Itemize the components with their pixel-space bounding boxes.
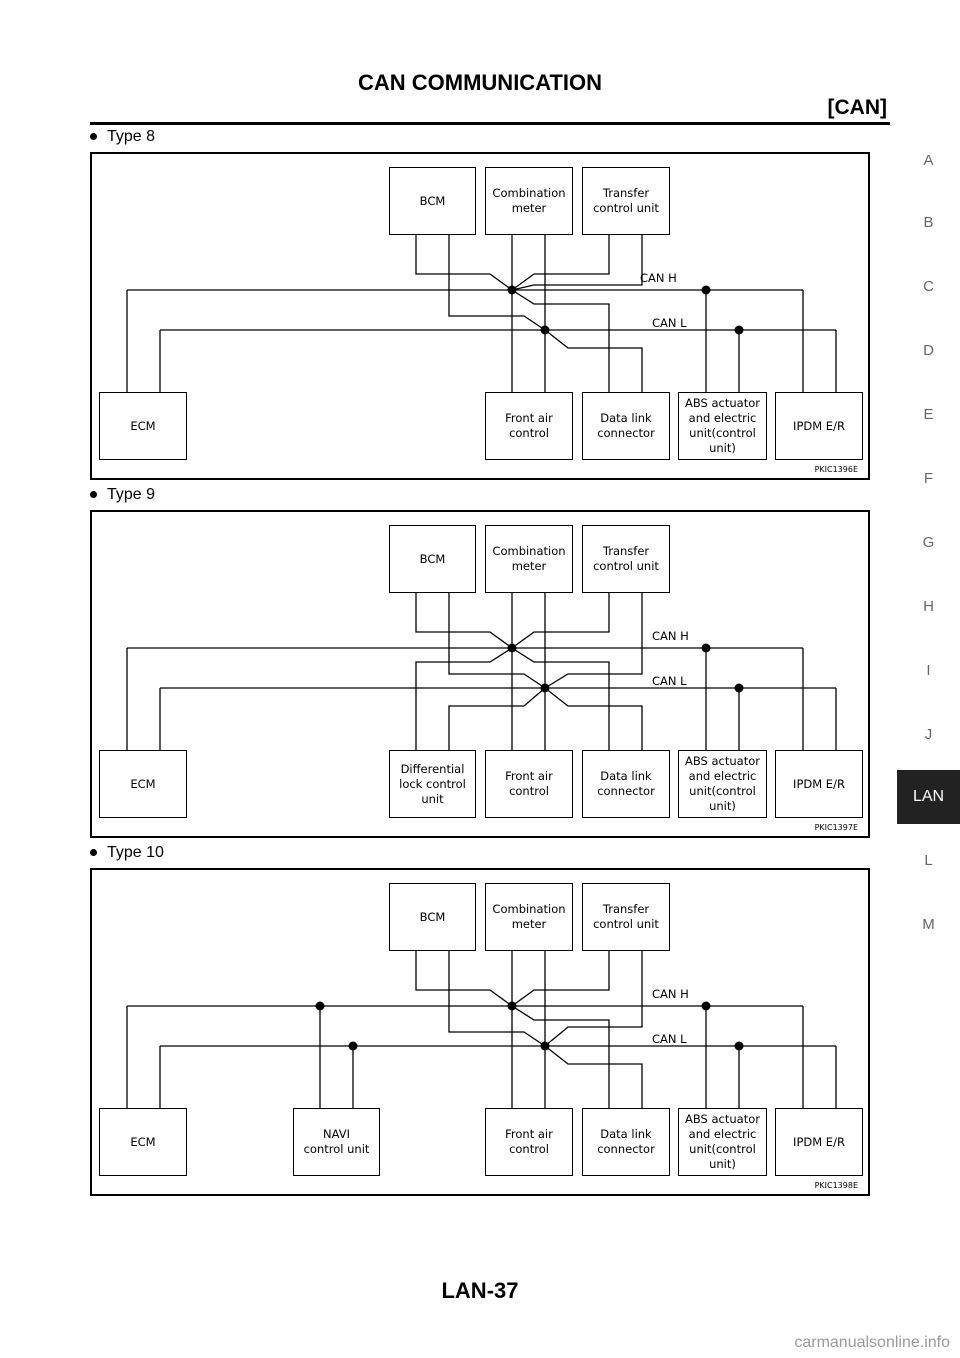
- bullet-icon: [90, 849, 97, 857]
- tab-l[interactable]: L: [924, 852, 933, 869]
- front-air-control-box: Front air control: [485, 1108, 573, 1176]
- front-air-control-box: Front air control: [485, 750, 573, 818]
- tab-f[interactable]: F: [923, 470, 934, 487]
- transfer-control-unit-box: Transfer control unit: [582, 167, 670, 235]
- tab-lan[interactable]: LAN: [897, 770, 960, 824]
- type-8-label: Type 8: [107, 128, 156, 145]
- header-rule: [90, 122, 890, 125]
- type-9-label: Type 9: [107, 486, 156, 503]
- ecm-box: ECM: [99, 392, 187, 460]
- transfer-control-unit-box: Transfer control unit: [582, 883, 670, 951]
- differential-lock-control-unit-box: Differential lock control unit: [389, 750, 476, 818]
- can-l-label: CAN L: [652, 316, 687, 330]
- tab-i[interactable]: I: [926, 662, 931, 679]
- tab-j[interactable]: J: [924, 726, 933, 743]
- data-link-connector-box: Data link connector: [582, 392, 670, 460]
- page-title: CAN COMMUNICATION: [357, 70, 602, 95]
- data-link-connector-box: Data link connector: [582, 1108, 670, 1176]
- ipdm-er-box: IPDM E/R: [775, 392, 863, 460]
- tab-g[interactable]: G: [922, 534, 935, 551]
- can-h-label: CAN H: [640, 271, 677, 285]
- figure-code: PKIC1397E: [814, 823, 858, 832]
- diagram-type-10: BCM Combination meter Transfer control u…: [90, 868, 870, 1196]
- bcm-box: BCM: [389, 883, 476, 951]
- diagram-type-9: BCM Combination meter Transfer control u…: [90, 510, 870, 838]
- bullet-icon: [90, 133, 97, 141]
- type-9-heading: Type 9: [90, 486, 155, 504]
- tab-d[interactable]: D: [923, 342, 934, 359]
- tab-c[interactable]: C: [923, 278, 934, 295]
- wiring-lines: [126, 950, 837, 1108]
- tab-m[interactable]: M: [922, 916, 935, 933]
- type-10-label: Type 10: [107, 844, 164, 861]
- ecm-box: ECM: [99, 750, 187, 818]
- ipdm-er-box: IPDM E/R: [775, 750, 863, 818]
- combination-meter-box: Combination meter: [485, 167, 573, 235]
- abs-actuator-box: ABS actuator and electric unit(control u…: [678, 1108, 767, 1176]
- can-l-label: CAN L: [652, 1032, 687, 1046]
- page-number: LAN-37: [441, 1278, 519, 1303]
- bullet-icon: [90, 491, 97, 499]
- tab-b[interactable]: B: [923, 214, 934, 231]
- navi-control-unit-box: NAVI control unit: [293, 1108, 380, 1176]
- bcm-box: BCM: [389, 167, 476, 235]
- tab-e[interactable]: E: [923, 406, 934, 423]
- abs-actuator-box: ABS actuator and electric unit(control u…: [678, 750, 767, 818]
- figure-code: PKIC1396E: [814, 465, 858, 474]
- tab-h[interactable]: H: [923, 598, 934, 615]
- wiring-lines: [126, 234, 837, 392]
- type-8-heading: Type 8: [90, 128, 155, 146]
- combination-meter-box: Combination meter: [485, 525, 573, 593]
- tab-a[interactable]: A: [923, 152, 934, 169]
- type-10-heading: Type 10: [90, 844, 164, 862]
- front-air-control-box: Front air control: [485, 392, 573, 460]
- data-link-connector-box: Data link connector: [582, 750, 670, 818]
- figure-code: PKIC1398E: [814, 1181, 858, 1190]
- can-l-label: CAN L: [652, 674, 687, 688]
- combination-meter-box: Combination meter: [485, 883, 573, 951]
- ipdm-er-box: IPDM E/R: [775, 1108, 863, 1176]
- section-label: [CAN]: [827, 96, 887, 119]
- diagram-type-8: BCM Combination meter Transfer control u…: [90, 152, 870, 480]
- can-h-label: CAN H: [652, 987, 689, 1001]
- transfer-control-unit-box: Transfer control unit: [582, 525, 670, 593]
- bcm-box: BCM: [389, 525, 476, 593]
- watermark: carmanualsonline.info: [794, 1334, 950, 1351]
- ecm-box: ECM: [99, 1108, 187, 1176]
- can-h-label: CAN H: [652, 629, 689, 643]
- abs-actuator-box: ABS actuator and electric unit(control u…: [678, 392, 767, 460]
- wiring-lines: [126, 592, 837, 750]
